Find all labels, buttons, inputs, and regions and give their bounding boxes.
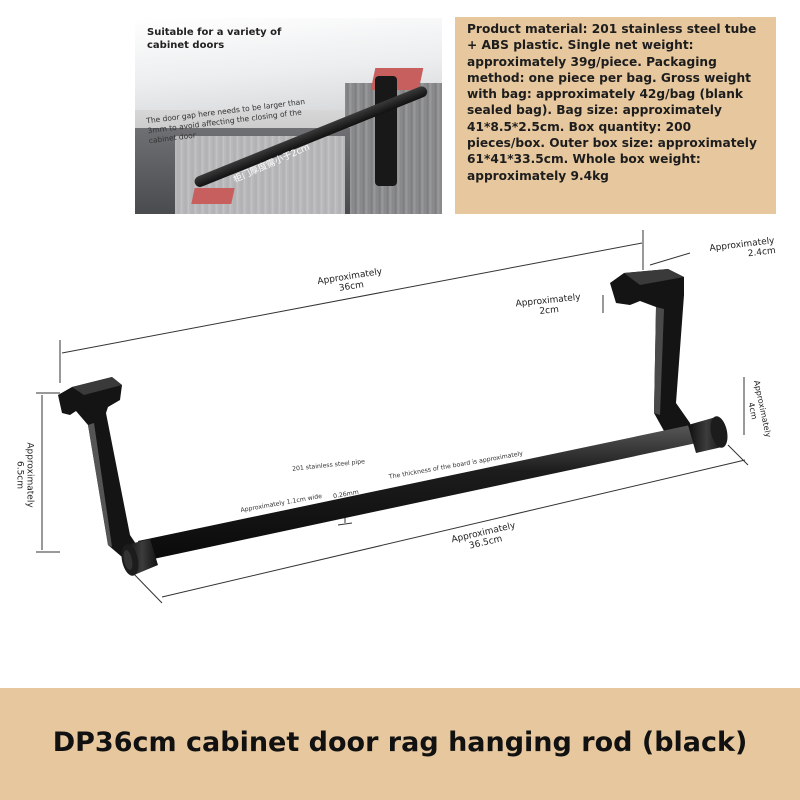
usage-photo: Suitable for a variety of cabinet doors …	[135, 18, 442, 214]
left-hook	[58, 377, 140, 557]
photo-hook	[375, 76, 397, 186]
left-cap	[121, 539, 158, 576]
title-bar	[0, 688, 800, 800]
rod	[138, 423, 706, 561]
right-hook	[610, 269, 694, 447]
dim-height-6-5: Approximately 6.5cm	[14, 442, 35, 508]
product-title: DP36cm cabinet door rag hanging rod (bla…	[52, 727, 748, 758]
product-drawing	[36, 230, 749, 604]
hook-pad-left	[191, 188, 235, 204]
suitable-label: Suitable for a variety of cabinet doors	[147, 27, 282, 51]
right-cap	[688, 416, 728, 453]
spec-text: Product material: 201 stainless steel tu…	[455, 17, 776, 214]
